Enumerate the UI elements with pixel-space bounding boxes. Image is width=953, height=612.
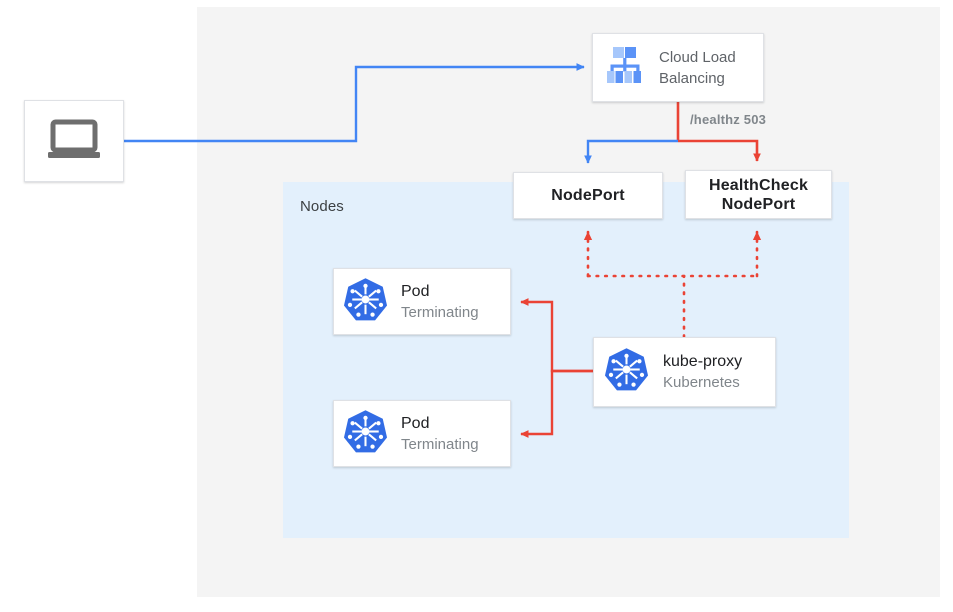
nodes-group-label: Nodes [300,198,344,215]
pod-text: Pod Terminating [401,413,479,455]
kube-proxy-card[interactable]: kube-proxy Kubernetes [593,337,776,407]
laptop-icon [46,119,102,164]
pod-status: Terminating [401,435,479,453]
pod-text: Pod Terminating [401,281,479,323]
healthcheck-nodeport-card[interactable]: HealthCheck NodePort [685,170,832,219]
healthz-edge-label: /healthz 503 [690,112,767,127]
kubernetes-icon [342,276,389,328]
kubernetes-icon [603,346,650,398]
cloud-load-balancing-icon [604,45,646,90]
healthcheck-nodeport-label-line2: NodePort [721,195,796,213]
kube-proxy-text: kube-proxy Kubernetes [663,351,742,393]
pod-card[interactable]: Pod Terminating [333,268,511,335]
pod-title: Pod [401,282,430,300]
nodeport-card[interactable]: NodePort [513,172,663,219]
pod-status: Terminating [401,303,479,321]
pod-title: Pod [401,414,430,432]
nodeport-label: NodePort [551,187,625,204]
kubernetes-icon [342,408,389,460]
cloud-load-balancing-card[interactable]: Cloud Load Balancing [592,33,764,102]
cloud-load-balancing-label-line1: Cloud Load [659,48,736,66]
kube-proxy-title: kube-proxy [663,353,743,370]
healthcheck-nodeport-label-line1: HealthCheck [708,176,809,194]
cloud-load-balancing-label-line2: Balancing [659,69,725,87]
kube-proxy-subtitle: Kubernetes [663,374,740,391]
healthcheck-nodeport-label: HealthCheck NodePort [709,176,808,214]
client-device-card[interactable] [24,100,124,182]
pod-card[interactable]: Pod Terminating [333,400,511,467]
cloud-load-balancing-label: Cloud Load Balancing [659,47,736,89]
